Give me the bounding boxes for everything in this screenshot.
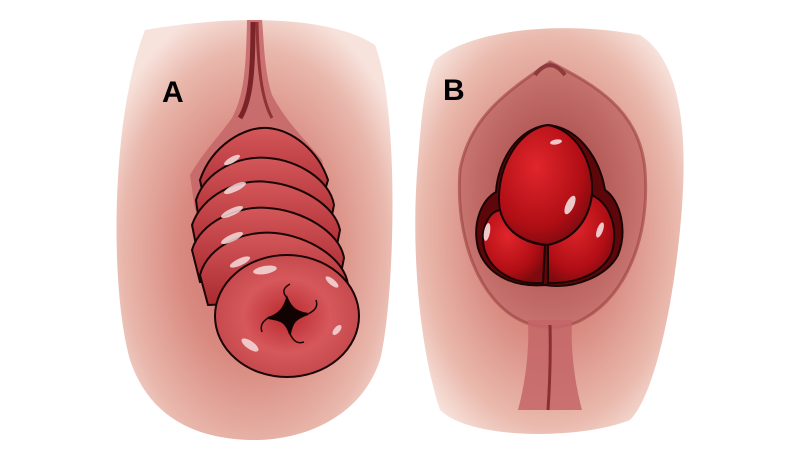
panel-b-illustration	[415, 28, 684, 434]
panel-a-cleft-line-2	[255, 21, 274, 119]
prolapse-highlights	[221, 154, 342, 352]
lumen-opening	[260, 283, 318, 344]
panel-label-b: B	[443, 74, 465, 107]
mass-lobe-right	[547, 193, 616, 285]
panel-b-top-fold	[533, 63, 567, 77]
panel-label-a: A	[162, 76, 184, 109]
prolapsed-mass	[475, 123, 624, 287]
mass-lobe-left	[482, 208, 547, 285]
panel-a-cleft-line	[237, 21, 256, 120]
mass-highlights	[483, 139, 604, 241]
panel-a-illustration	[116, 20, 393, 440]
panel-b-lower-cleft-line	[546, 324, 552, 411]
